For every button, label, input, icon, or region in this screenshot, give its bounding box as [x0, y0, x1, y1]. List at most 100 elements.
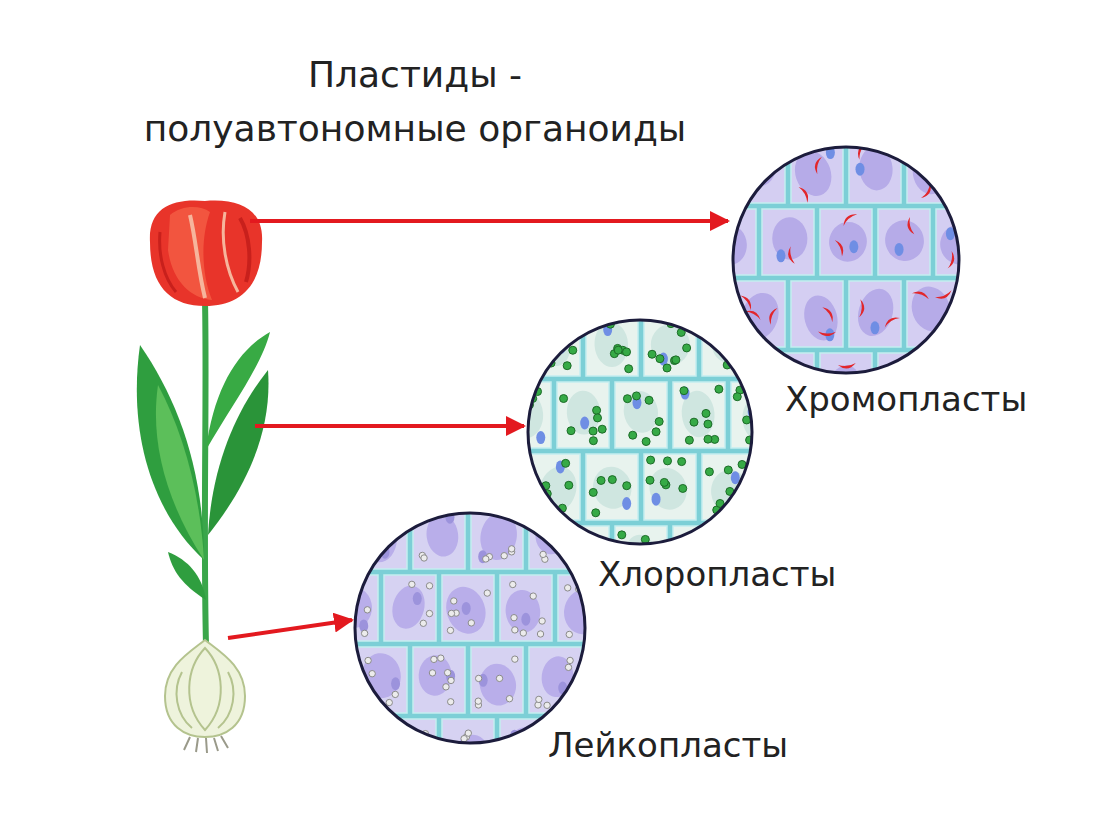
chloroplast [560, 395, 568, 403]
leucoplast [475, 698, 481, 704]
tulip-streak [160, 232, 176, 292]
cell-wall-ground [525, 317, 755, 547]
chromoplast [939, 327, 958, 335]
circle-shape [525, 317, 755, 547]
tulip-stem [205, 300, 206, 645]
cell-nucleus [849, 240, 858, 253]
chloroplast [646, 476, 654, 484]
vacuole [440, 581, 492, 639]
leucoplast [520, 630, 526, 636]
chloroplast [680, 387, 688, 395]
cell-nucleus [870, 321, 879, 334]
chloroplast [538, 334, 546, 342]
leucoplast [475, 675, 481, 681]
leucoplast [447, 627, 453, 633]
chloroplast [652, 428, 660, 436]
leucoplast [386, 699, 392, 705]
bulb-scale [189, 648, 221, 730]
leucoplast [392, 691, 398, 697]
tulip-streak [223, 212, 238, 292]
cell-nucleus [940, 144, 949, 157]
chromoplast [912, 289, 930, 299]
chloroplast [655, 418, 663, 426]
plant-cell [673, 382, 725, 448]
plant-cell [702, 317, 754, 376]
plant-cell [615, 382, 667, 448]
leucoplast [512, 656, 518, 662]
leucoplast [537, 631, 543, 637]
vacuole [476, 661, 519, 709]
plant-cell [762, 209, 814, 275]
leucoplast [390, 516, 396, 522]
chloroplast [593, 406, 601, 414]
leucoplast [352, 746, 357, 747]
chloroplast [525, 396, 529, 404]
chloroplast [715, 385, 723, 393]
tulip-streak [190, 215, 205, 298]
cell-nucleus [718, 318, 727, 331]
plant-cell [936, 353, 962, 376]
plastid-label: Хлоропласты [598, 554, 836, 594]
leucoplast [365, 657, 371, 663]
chloroplast [626, 547, 634, 548]
chloroplast [618, 531, 626, 539]
chromoplast [841, 211, 858, 226]
chloroplast [656, 355, 664, 363]
cell-nucleus [413, 592, 422, 605]
tulip-flower [150, 200, 262, 306]
leucoplast [468, 620, 474, 626]
tulip-petal [168, 207, 212, 300]
cell-nucleus [391, 744, 400, 746]
leucoplast [380, 510, 386, 516]
plant-cell [586, 454, 638, 520]
chromoplast [859, 299, 865, 317]
leucoplast [420, 620, 426, 626]
tulip-bulb [165, 640, 245, 737]
plant-cell [586, 317, 638, 376]
vacuole [943, 364, 962, 376]
leucoplast [565, 664, 571, 670]
plant-cell [820, 209, 872, 275]
leucoplast [444, 669, 450, 675]
cell-tissue [730, 144, 962, 376]
chloroplast [712, 335, 720, 343]
leucoplast [352, 578, 357, 584]
vacuole [876, 362, 924, 376]
magnifier-outline [355, 513, 585, 743]
plant-cell [355, 510, 407, 569]
vacuole [588, 463, 636, 513]
leucoplast [411, 734, 417, 740]
leucoplast [360, 701, 366, 707]
leucoplast [403, 736, 409, 742]
diagram-title: Пластиды - полуавтономные органоиды [143, 48, 687, 156]
chloroplast [704, 420, 712, 428]
leucoplast [421, 555, 427, 561]
plant-cell [587, 510, 588, 569]
cell-circle: Хромопласты [733, 147, 959, 373]
cell-nucleus [445, 511, 454, 524]
cell-nucleus [536, 431, 545, 444]
chromoplast [799, 185, 812, 203]
chloroplast [589, 437, 597, 445]
chromoplast [730, 234, 731, 252]
cell-nucleus [622, 497, 631, 510]
chloroplast [567, 427, 575, 435]
leucoplast [423, 740, 429, 746]
cell-nucleus [895, 243, 904, 256]
tulip-streak [240, 218, 249, 282]
leucoplast [443, 684, 449, 690]
chromoplast [767, 306, 778, 324]
cell-circle: Хлоропласты [528, 320, 752, 544]
leucoplast [431, 656, 437, 662]
cell-nucleus [580, 417, 589, 430]
vacuole [708, 467, 752, 516]
chloroplast [702, 409, 710, 417]
magnifier-outline [733, 147, 959, 373]
leucoplast [448, 610, 454, 616]
chloroplast [645, 396, 653, 404]
chloroplast [679, 484, 687, 492]
chloroplast [608, 476, 616, 484]
cell-tissue [525, 317, 755, 547]
leucoplast [539, 513, 545, 519]
